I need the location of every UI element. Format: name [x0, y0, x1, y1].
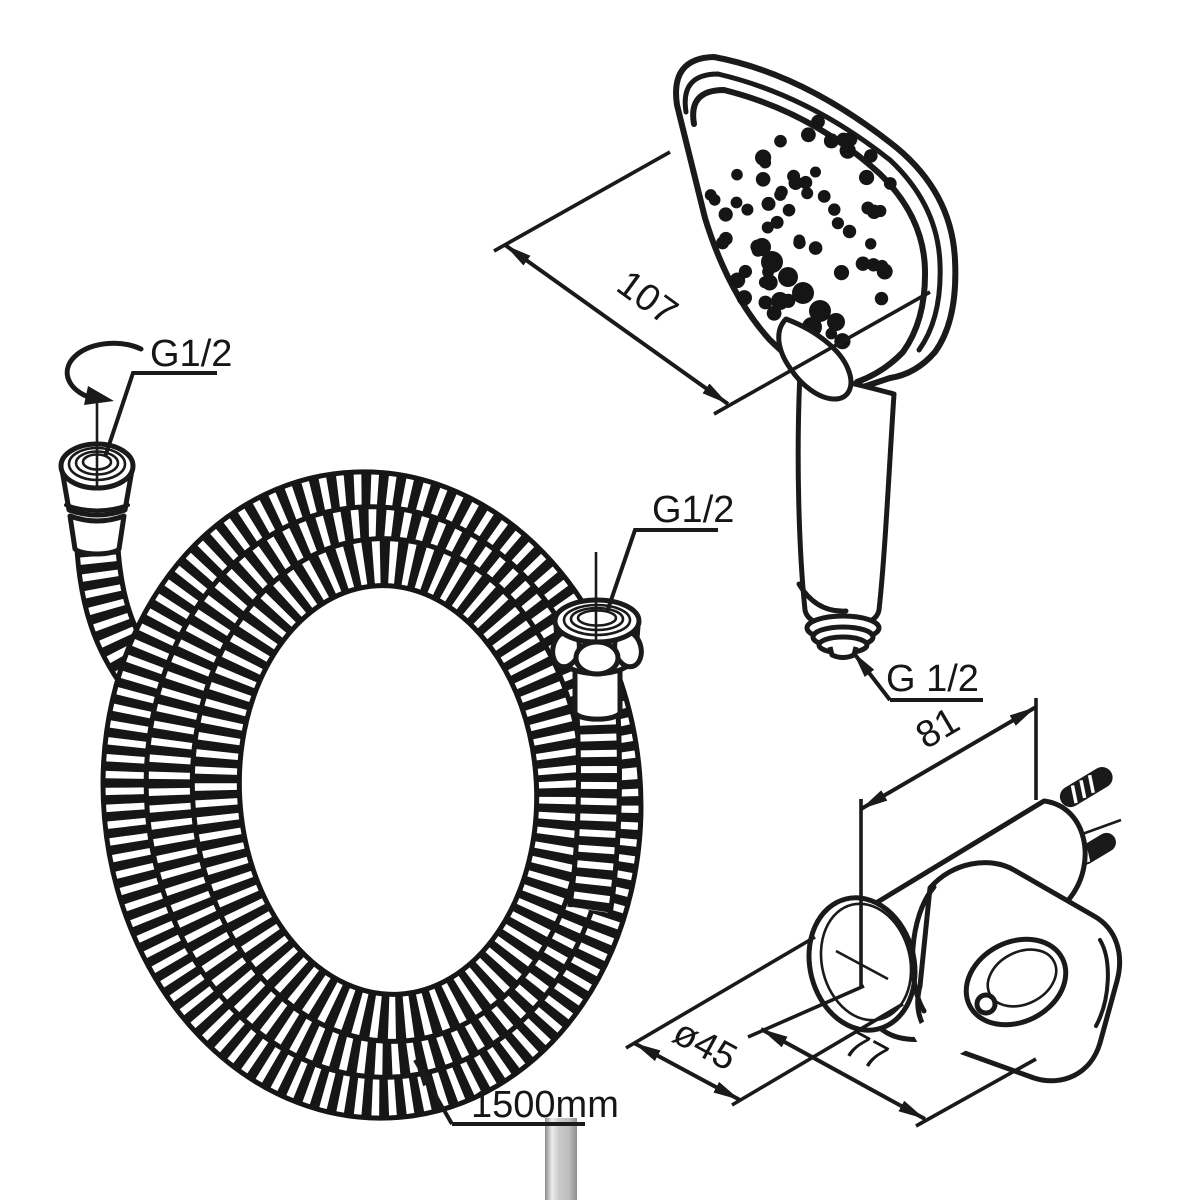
- dim-bracket-diameter: ø45: [666, 1011, 744, 1079]
- label-thread-mid: G1/2: [652, 489, 734, 531]
- head-casing-line: [682, 71, 943, 353]
- rotation-arrow-icon: [64, 340, 144, 405]
- handle-thread: [804, 613, 882, 660]
- head-casing: [673, 54, 959, 395]
- hose-connector-top: [58, 340, 144, 557]
- handle-shadow-band: [796, 581, 849, 614]
- hose-connector-mid: [550, 552, 644, 722]
- holder-clip: [910, 860, 1123, 1084]
- spray-face: [690, 86, 929, 385]
- label-thread-top: G1/2: [150, 333, 232, 375]
- dim-head-width: 107: [609, 263, 685, 334]
- handle: [776, 316, 897, 660]
- dim-hose-length: 1500mm: [471, 1084, 619, 1126]
- dim-bracket-depth: 81: [909, 700, 967, 758]
- clip-knob: [974, 992, 998, 1016]
- hose-coil: [74, 469, 644, 1121]
- label-thread-handle: G 1/2: [886, 658, 979, 700]
- wall-bracket: [806, 767, 1123, 1084]
- hose-end-tube: [545, 1118, 577, 1200]
- shower-head: [673, 54, 959, 395]
